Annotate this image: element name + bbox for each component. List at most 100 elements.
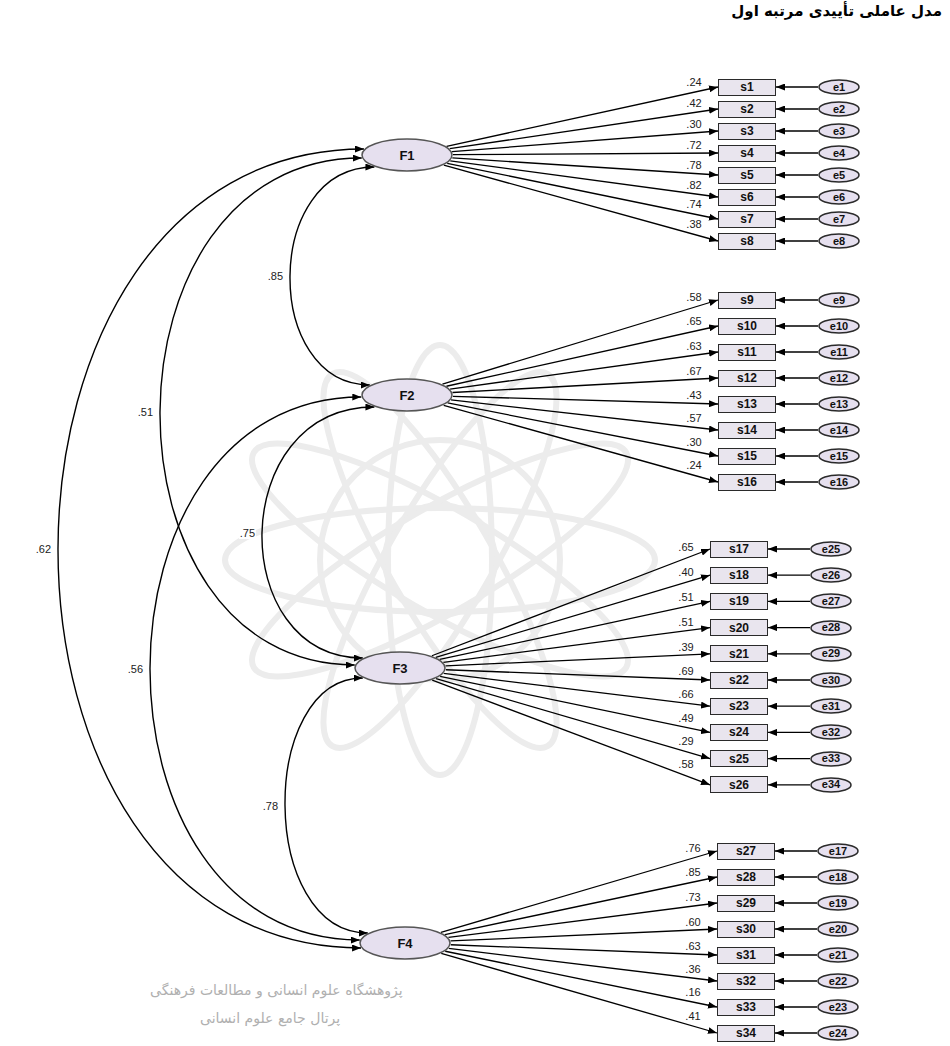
- error-arrow: [775, 928, 817, 929]
- observed-variable: s34: [717, 1025, 775, 1042]
- loading-arrow: [441, 953, 717, 1033]
- error-term: e20: [817, 921, 859, 937]
- watermark-text: پژوهشگاه علوم انسانی و مطالعات فرهنگی: [150, 982, 403, 998]
- loading-arrow: [447, 163, 718, 219]
- loading-value: .78: [685, 159, 702, 171]
- observed-variable: s29: [717, 895, 775, 912]
- error-term: e15: [818, 448, 860, 464]
- ellipse-shape: [819, 475, 859, 489]
- loading-value: .41: [684, 1010, 701, 1022]
- error-arrow: [768, 575, 810, 576]
- error-name: e16: [830, 476, 848, 489]
- error-arrow: [776, 351, 818, 352]
- factor-name: F1: [399, 148, 414, 163]
- variable-name: s23: [729, 699, 749, 713]
- error-term: e11: [818, 344, 860, 360]
- variable-name: s19: [729, 594, 749, 608]
- observed-variable: s5: [718, 167, 776, 184]
- observed-variable: s2: [718, 101, 776, 118]
- error-name: e20: [829, 923, 847, 936]
- error-arrow: [776, 196, 818, 197]
- error-name: e22: [829, 975, 847, 988]
- error-name: e17: [829, 845, 847, 858]
- loading-arrow: [453, 396, 718, 404]
- error-name: e34: [822, 778, 840, 791]
- loading-arrow: [452, 131, 718, 152]
- loading-arrow: [450, 109, 718, 149]
- error-term: e27: [810, 593, 852, 609]
- error-arrow: [776, 108, 818, 109]
- observed-variable: s12: [718, 370, 776, 387]
- error-name: e21: [829, 949, 847, 962]
- observed-variable: s25: [710, 750, 768, 767]
- error-arrow: [776, 86, 818, 87]
- variable-name: s10: [737, 319, 757, 333]
- variable-name: s2: [740, 102, 753, 116]
- variable-name: s30: [736, 922, 756, 936]
- error-name: e10: [830, 320, 848, 333]
- variable-name: s1: [740, 80, 753, 94]
- loading-arrow: [432, 549, 710, 656]
- error-term: e1: [818, 79, 860, 95]
- loading-value: .42: [685, 97, 702, 109]
- observed-variable: s8: [718, 233, 776, 250]
- variable-name: s34: [736, 1026, 756, 1040]
- covariance-arc: [150, 397, 361, 940]
- error-name: e13: [830, 398, 848, 411]
- ellipse-shape: [811, 699, 851, 713]
- error-term: e33: [810, 751, 852, 767]
- error-term: e4: [818, 145, 860, 161]
- correlation-value: .85: [267, 270, 284, 282]
- loading-arrow: [432, 680, 710, 785]
- variable-name: s16: [737, 475, 757, 489]
- covariance-arc: [58, 149, 364, 948]
- error-arrow: [775, 876, 817, 877]
- observed-variable: s15: [718, 448, 776, 465]
- loading-value: .63: [684, 940, 701, 952]
- error-name: e25: [822, 543, 840, 556]
- error-term: e26: [810, 567, 852, 583]
- observed-variable: s19: [710, 593, 768, 610]
- variable-name: s9: [740, 293, 753, 307]
- error-term: e10: [818, 318, 860, 334]
- error-arrow: [768, 548, 810, 549]
- variable-name: s29: [736, 896, 756, 910]
- error-term: e7: [818, 211, 860, 227]
- loading-value: .16: [684, 986, 701, 998]
- ellipse-shape: [819, 190, 859, 204]
- error-arrow: [776, 481, 818, 482]
- loading-value: .67: [685, 365, 702, 377]
- observed-variable: s7: [718, 211, 776, 228]
- error-name: e24: [829, 1027, 847, 1040]
- ellipse-shape: [818, 1026, 858, 1040]
- loading-arrow: [446, 654, 710, 666]
- watermark-text: پرتال جامع علوم انسانی: [200, 1010, 340, 1026]
- loading-arrow: [440, 601, 710, 659]
- error-term: e28: [810, 620, 852, 636]
- error-name: e28: [822, 621, 840, 634]
- observed-variable: s17: [710, 541, 768, 558]
- latent-factor: F4: [359, 926, 451, 960]
- loading-value: .43: [685, 389, 702, 401]
- error-arrow: [768, 627, 810, 628]
- error-name: e19: [829, 897, 847, 910]
- ellipse-shape: [819, 124, 859, 138]
- covariance-arc: [290, 167, 374, 385]
- variable-name: s8: [740, 234, 753, 248]
- loading-arrow: [444, 405, 718, 482]
- error-name: e18: [829, 871, 847, 884]
- error-arrow: [768, 653, 810, 654]
- error-arrow: [768, 732, 810, 733]
- error-term: e21: [817, 947, 859, 963]
- error-term: e25: [810, 541, 852, 557]
- loading-value: .30: [685, 436, 702, 448]
- ellipse-shape: [819, 293, 859, 307]
- error-term: e12: [818, 370, 860, 386]
- loading-arrow: [453, 378, 718, 393]
- error-arrow: [776, 429, 818, 430]
- loading-value: .36: [684, 963, 701, 975]
- error-arrow: [775, 902, 817, 903]
- loading-arrow: [440, 676, 710, 732]
- loading-value: .39: [677, 641, 694, 653]
